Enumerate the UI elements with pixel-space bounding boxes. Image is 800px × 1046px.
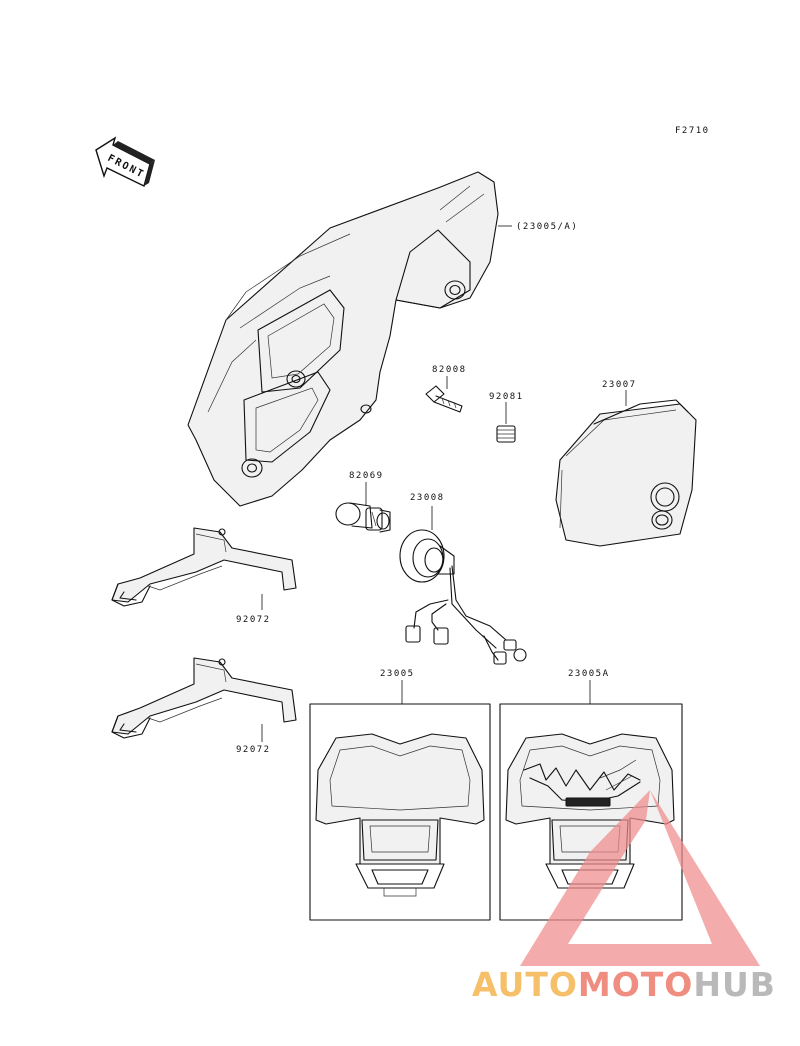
bracket-lower-92072	[111, 657, 297, 739]
headlight-housing	[187, 171, 499, 507]
label-socket: 23008	[410, 493, 445, 503]
watermark-moto: MOTO	[578, 965, 693, 1004]
bracket-upper-92072	[111, 527, 297, 607]
label-bracket-lower: 92072	[236, 745, 271, 755]
label-cover-plain: 23005	[380, 669, 415, 679]
lens-23007	[555, 399, 697, 547]
spring-92081	[496, 425, 516, 443]
socket-harness-23008	[399, 529, 527, 665]
bulb-82069	[335, 502, 391, 533]
label-housing: (23005/A)	[516, 222, 578, 232]
cover-plain-23005	[315, 733, 485, 897]
bolt-82008	[425, 385, 463, 413]
watermark-hub: HUB	[693, 965, 776, 1004]
label-spring: 92081	[489, 392, 524, 402]
label-bracket-upper: 92072	[236, 615, 271, 625]
cover-plain-frame	[309, 703, 491, 921]
label-bolt: 82008	[432, 365, 467, 375]
watermark-text: AUTOMOTOHUB	[472, 965, 776, 1004]
figure-code: F2710	[675, 126, 710, 136]
front-arrow-icon: FRONT	[95, 136, 155, 187]
watermark-logo: AUTOMOTOHUB	[472, 790, 776, 1004]
label-lens: 23007	[602, 380, 637, 390]
label-bulb: 82069	[349, 471, 384, 481]
cover-graphic-frame	[499, 703, 683, 921]
watermark-triangle-icon	[520, 790, 760, 966]
label-cover-graphic: 23005A	[568, 669, 610, 679]
watermark-auto: AUTO	[472, 965, 578, 1004]
cover-graphic-23005A	[505, 733, 675, 889]
